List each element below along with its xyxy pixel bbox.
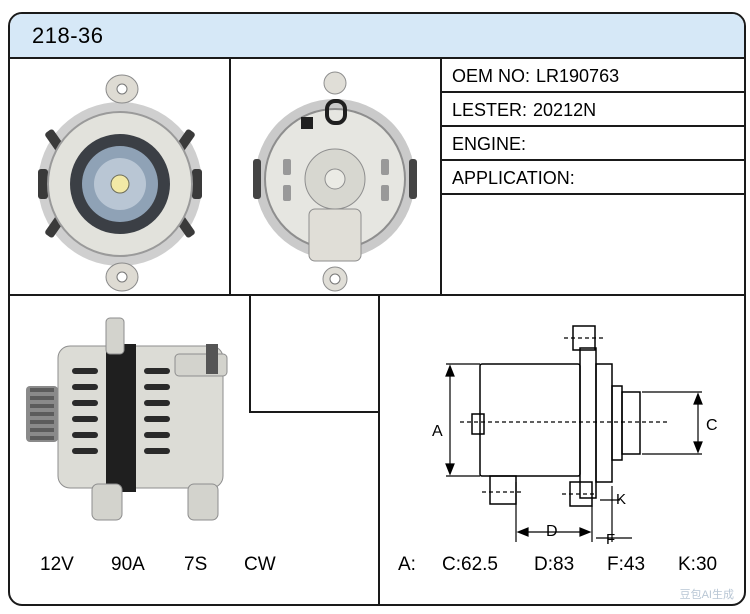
dim-f-label: F: <box>607 554 624 575</box>
application-label: APPLICATION: <box>452 168 575 188</box>
divider-bottom-box <box>249 411 379 413</box>
label-d: D <box>546 523 558 540</box>
dim-c-label: C: <box>442 554 461 575</box>
label-f: F <box>606 531 615 548</box>
alternator-front-view <box>38 74 202 292</box>
product-spec-sheet: 218-36 OEM NO:LR190763 LESTER:20212N ENG… <box>8 12 746 606</box>
dim-a-label: A: <box>398 554 416 575</box>
dim-c-value: 62.5 <box>461 554 498 575</box>
info-divider-1 <box>442 91 744 93</box>
front-view-drawing <box>38 74 202 292</box>
info-divider-3 <box>442 159 744 161</box>
alternator-side-view <box>26 317 228 521</box>
dim-c: C:62.5 <box>442 554 498 576</box>
dimension-diagram: A C D F K <box>432 325 718 548</box>
oem-number-row: OEM NO:LR190763 <box>452 66 742 87</box>
side-view-drawing <box>26 317 228 521</box>
rear-view-drawing <box>253 71 417 292</box>
alternator-rear-view <box>253 71 417 292</box>
oem-value: LR190763 <box>536 66 620 86</box>
dim-k-label: K: <box>678 554 696 575</box>
watermark: 豆包AI生成 <box>679 589 734 601</box>
spec-pulley: 7S <box>184 554 208 575</box>
header-bar: 218-36 <box>10 14 744 59</box>
divider-bottom-mid <box>378 296 380 604</box>
dim-a: A: <box>398 554 416 576</box>
divider-col-2 <box>440 57 442 294</box>
spec-voltage: 12V <box>40 554 74 575</box>
application-row: APPLICATION: <box>452 168 742 189</box>
dim-d-label: D: <box>534 554 553 575</box>
divider-col-1 <box>229 57 231 294</box>
info-divider-2 <box>442 125 744 127</box>
dim-d: D:83 <box>534 554 574 576</box>
divider-bottom-left <box>249 296 251 412</box>
lester-value: 20212N <box>533 100 597 120</box>
dim-f: F:43 <box>607 554 645 576</box>
divider-row <box>10 294 744 296</box>
label-k: K <box>616 491 626 508</box>
spec-rotation: CW <box>244 554 276 575</box>
dim-k: K:30 <box>678 554 717 576</box>
dim-f-value: 43 <box>623 554 646 575</box>
info-divider-4 <box>442 193 744 195</box>
lester-label: LESTER: <box>452 100 528 120</box>
engine-row: ENGINE: <box>452 134 742 155</box>
spec-amperage: 90A <box>111 554 145 575</box>
dim-k-value: 30 <box>695 554 718 575</box>
dim-d-value: 83 <box>553 554 575 575</box>
part-number-title: 218-36 <box>32 23 104 48</box>
label-a: A <box>432 423 443 440</box>
engine-label: ENGINE: <box>452 134 527 154</box>
lester-number-row: LESTER:20212N <box>452 100 742 121</box>
label-c: C <box>706 417 718 434</box>
oem-label: OEM NO: <box>452 66 531 86</box>
